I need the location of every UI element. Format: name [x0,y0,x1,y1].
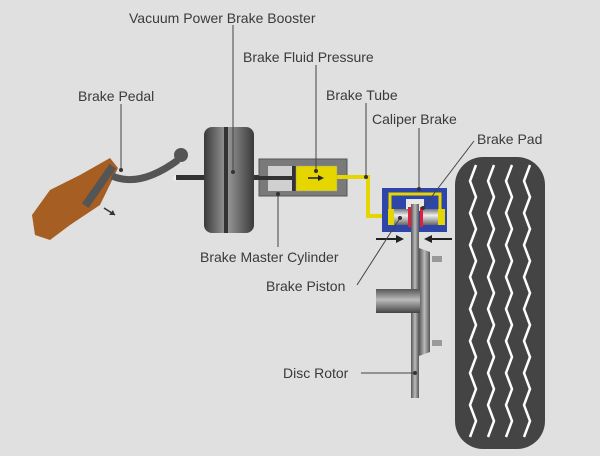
label-piston: Brake Piston [266,278,345,294]
shoe [32,158,118,240]
label-fluid-pressure: Brake Fluid Pressure [243,49,374,65]
leader-lines [119,25,475,375]
label-pad: Brake Pad [477,131,542,147]
booster [204,127,260,233]
pedal-arm [110,157,181,184]
pedal-pivot [174,148,188,162]
label-rotor: Disc Rotor [283,365,349,381]
brake-tube [337,175,388,218]
pedal-pad [81,164,117,208]
label-pedal: Brake Pedal [78,88,154,104]
master-cylinder [254,158,348,197]
brake-pedal-assembly [32,148,204,240]
label-booster: Vacuum Power Brake Booster [129,10,316,26]
push-rod [176,175,204,180]
label-tube: Brake Tube [326,87,398,103]
brake-pad-right [420,207,423,227]
brake-pad-left [408,207,411,227]
label-master-cylinder: Brake Master Cylinder [200,249,339,265]
disc-rotor [376,204,442,398]
tire [455,157,545,449]
label-caliper: Caliper Brake [372,111,457,127]
